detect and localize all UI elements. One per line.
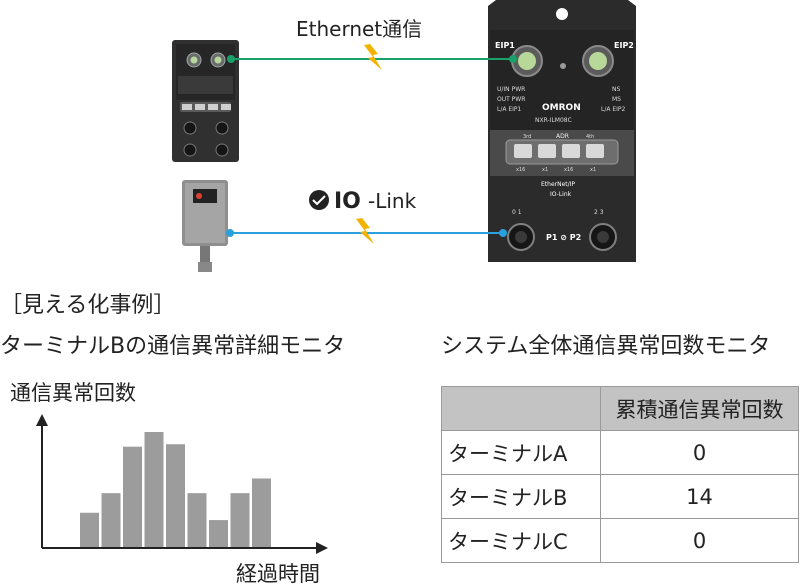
table-row: ターミナルA 0 (441, 430, 799, 475)
table-column-header: 累積通信異常回数 (600, 386, 799, 431)
chart-bar (80, 512, 99, 547)
error-bar-chart (36, 414, 328, 554)
main-terminal-device: EIP1 EIP2 U/IN PWR OUT PWR L/A EIP1 NS M… (488, 0, 636, 262)
chart-bar (187, 493, 207, 547)
table-header-row: 累積通信異常回数 (441, 386, 799, 431)
iolink-logo-icon (309, 190, 329, 210)
chart-bar (123, 446, 142, 547)
adr-label: ADR (556, 133, 569, 140)
table-corner-cell (441, 386, 601, 431)
port-nums-left: 0 1 (512, 209, 522, 216)
chart-x-axis-label: 経過時間 (236, 562, 320, 586)
row-error-count: 14 (600, 474, 799, 519)
left-section-title: ターミナルBの通信異常詳細モニタ (0, 334, 346, 359)
adr-mult-2: x1 (542, 167, 548, 173)
adr-mult-3: x16 (564, 167, 573, 173)
error-count-table: 累積通信異常回数 ターミナルA 0 ターミナルB 14 ターミナルC 0 (441, 386, 799, 563)
chart-bar (144, 432, 164, 547)
model-label: NXR-ILM08C (535, 117, 572, 124)
adr-sub-4th: 4th (586, 134, 594, 140)
iolink-endpoint-left (226, 229, 234, 237)
proto-line1: EtherNet/IP (541, 181, 575, 188)
x-axis-arrow-icon (316, 542, 328, 554)
iolink-label-suffix: -Link (368, 189, 417, 213)
led-label-left-3: L/A EIP1 (497, 106, 522, 113)
iolink-logo: IO -Link (309, 189, 417, 214)
chart-bar (166, 444, 185, 547)
ethernet-label: Ethernet通信 (296, 17, 422, 41)
right-section-title: システム全体通信異常回数モニタ (441, 334, 771, 359)
y-axis-arrow-icon (36, 414, 48, 426)
led-label-right-1: NS (612, 86, 620, 93)
chart-bars (80, 432, 271, 547)
ethernet-endpoint-right (509, 55, 517, 63)
p1-p2-label: P1 ⊘ P2 (546, 233, 581, 242)
sensor-device (182, 180, 228, 272)
proto-line2: IO-Link (550, 191, 572, 198)
led-label-right-2: MS (612, 96, 621, 103)
chart-bar (209, 520, 228, 547)
ethernet-bolt-icon (364, 44, 382, 70)
chart-bar (230, 493, 250, 547)
row-terminal-name: ターミナルA (441, 430, 601, 475)
table-row: ターミナルB 14 (441, 474, 799, 519)
row-terminal-name: ターミナルC (441, 518, 601, 563)
iolink-bolt-icon (356, 218, 374, 244)
chart-bar (101, 493, 121, 547)
led-label-left-1: U/IN PWR (497, 86, 525, 93)
row-error-count: 0 (600, 430, 799, 475)
ethernet-endpoint-left (227, 55, 235, 63)
example-label: ［見える化事例］ (0, 293, 176, 318)
adr-mult-4: x1 (590, 167, 596, 173)
led-label-right-3: L/A EIP2 (601, 106, 626, 113)
chart-bar (252, 478, 271, 547)
eip1-label: EIP1 (495, 41, 515, 50)
adr-mult-1: x16 (516, 167, 525, 173)
small-terminal-device (172, 40, 239, 162)
brand-logo: OMRON (542, 103, 581, 113)
eip2-label: EIP2 (614, 41, 634, 50)
network-diagram: EIP1 EIP2 U/IN PWR OUT PWR L/A EIP1 NS M… (172, 0, 636, 272)
row-error-count: 0 (600, 518, 799, 563)
table-row: ターミナルC 0 (441, 518, 799, 563)
chart-y-axis-label: 通信異常回数 (10, 381, 136, 405)
port-nums-right: 2 3 (594, 209, 604, 216)
adr-sub-3rd: 3rd (523, 134, 531, 140)
row-terminal-name: ターミナルB (441, 474, 601, 519)
iolink-endpoint-right (499, 229, 507, 237)
iolink-label-prefix: IO (334, 189, 361, 214)
led-label-left-2: OUT PWR (497, 96, 525, 103)
